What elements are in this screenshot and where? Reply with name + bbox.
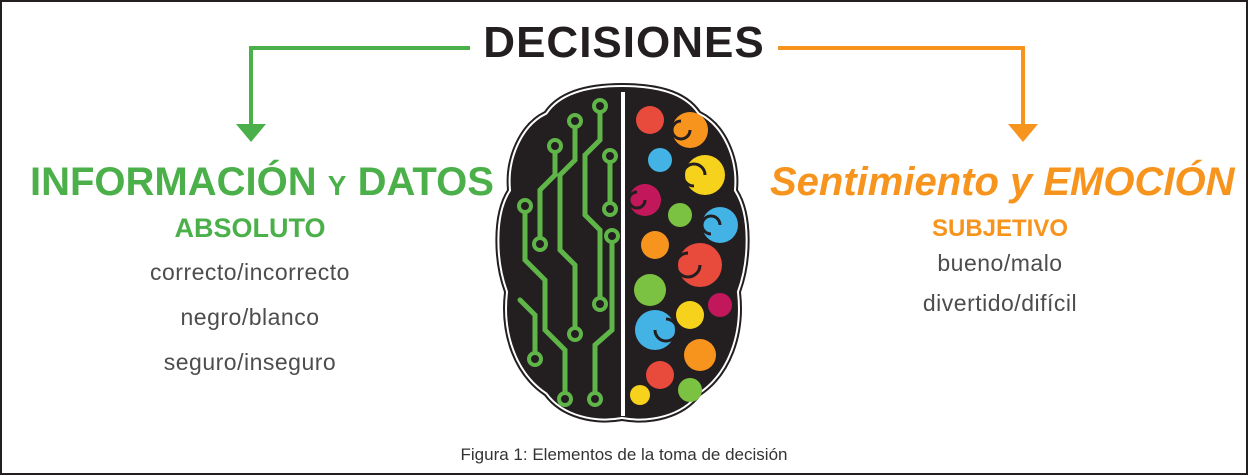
list-item: seguro/inseguro [163,349,337,375]
arrow-down-left-icon [236,46,470,142]
subjective-pairs-list: bueno/malo divertido/difícil [770,243,1230,323]
figure-caption: Figura 1: Elementos de la toma de decisi… [460,445,788,464]
heading-information: INFORMACIÓN [30,160,317,204]
heading-data: DATOS [357,160,494,204]
arrow-down-right-icon [778,46,1038,142]
emotion-column: Sentimiento y EMOCIÓN SUBJETIVO bueno/ma… [770,160,1235,323]
absolute-pairs-list: correcto/incorrecto negro/blanco seguro/… [30,250,470,385]
absolute-subheading: ABSOLUTO [174,213,326,243]
list-item: bueno/malo [937,250,1063,276]
emotion-heading: Sentimiento y EMOCIÓN [770,160,1235,204]
page-title: DECISIONES [483,18,765,67]
information-column: INFORMACIÓN Y DATOS ABSOLUTO correcto/in… [30,160,494,385]
subjective-subheading: SUBJETIVO [931,215,1069,242]
information-heading: INFORMACIÓN Y DATOS [30,160,494,205]
list-item: correcto/incorrecto [150,259,350,285]
list-item: negro/blanco [180,304,320,330]
list-item: divertido/difícil [922,290,1078,316]
heading-connector: Y [327,170,347,201]
